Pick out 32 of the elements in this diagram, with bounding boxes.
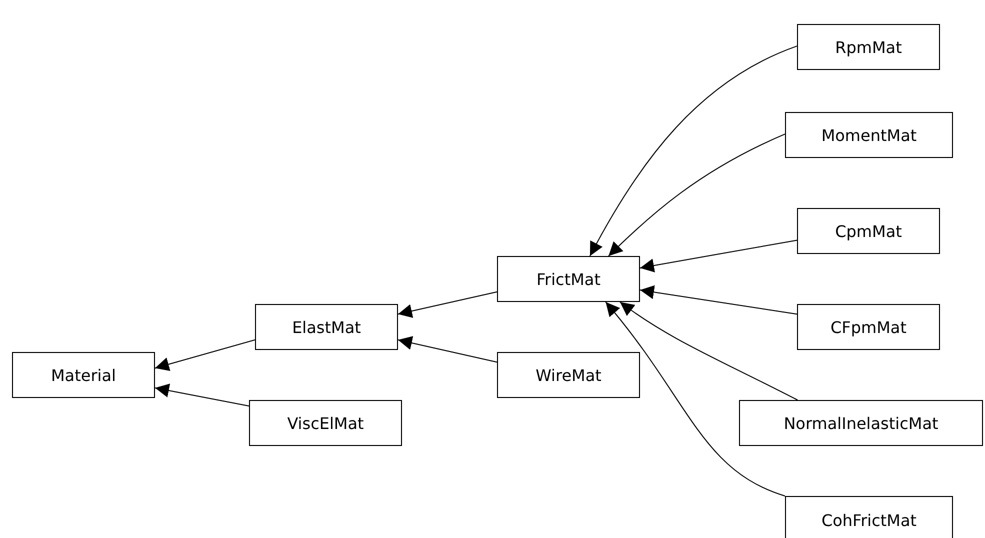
class-name: CpmMat: [835, 222, 902, 240]
inheritance-arrow: [398, 336, 498, 363]
inheritance-arrow: [154, 339, 256, 372]
inheritance-arrow: [608, 134, 786, 256]
class-box: [797, 304, 940, 350]
class-box: [797, 208, 940, 254]
class-name: MomentMat: [821, 126, 917, 144]
class-box: [255, 304, 398, 350]
class-name: NormalInelasticMat: [784, 414, 938, 432]
class-name: CohFrictMat: [821, 510, 917, 530]
inheritance-arrow: [589, 46, 798, 256]
inheritance-arrow: [640, 240, 798, 272]
class-box: [785, 496, 953, 538]
class-box: [249, 400, 402, 446]
inheritance-arrow: [154, 384, 250, 406]
inheritance-arrow: [640, 285, 798, 315]
class-box: [739, 400, 983, 446]
class-name: FrictMat: [536, 270, 600, 288]
class-box: [797, 24, 940, 70]
class-name: CFpmMat: [830, 318, 906, 336]
class-box: [497, 256, 640, 302]
class-name: WireMat: [536, 366, 602, 384]
class-name: RpmMat: [835, 38, 902, 56]
inheritance-arrow: [398, 291, 498, 318]
class-name: Material: [51, 366, 116, 384]
inheritance-arrow: [619, 302, 798, 400]
class-name: ViscElMat: [287, 414, 364, 432]
class-name: ElastMat: [292, 318, 361, 336]
class-box: [12, 352, 155, 398]
inheritance-arrow: [605, 302, 786, 496]
class-box: [785, 112, 953, 158]
class-box: [497, 352, 640, 398]
